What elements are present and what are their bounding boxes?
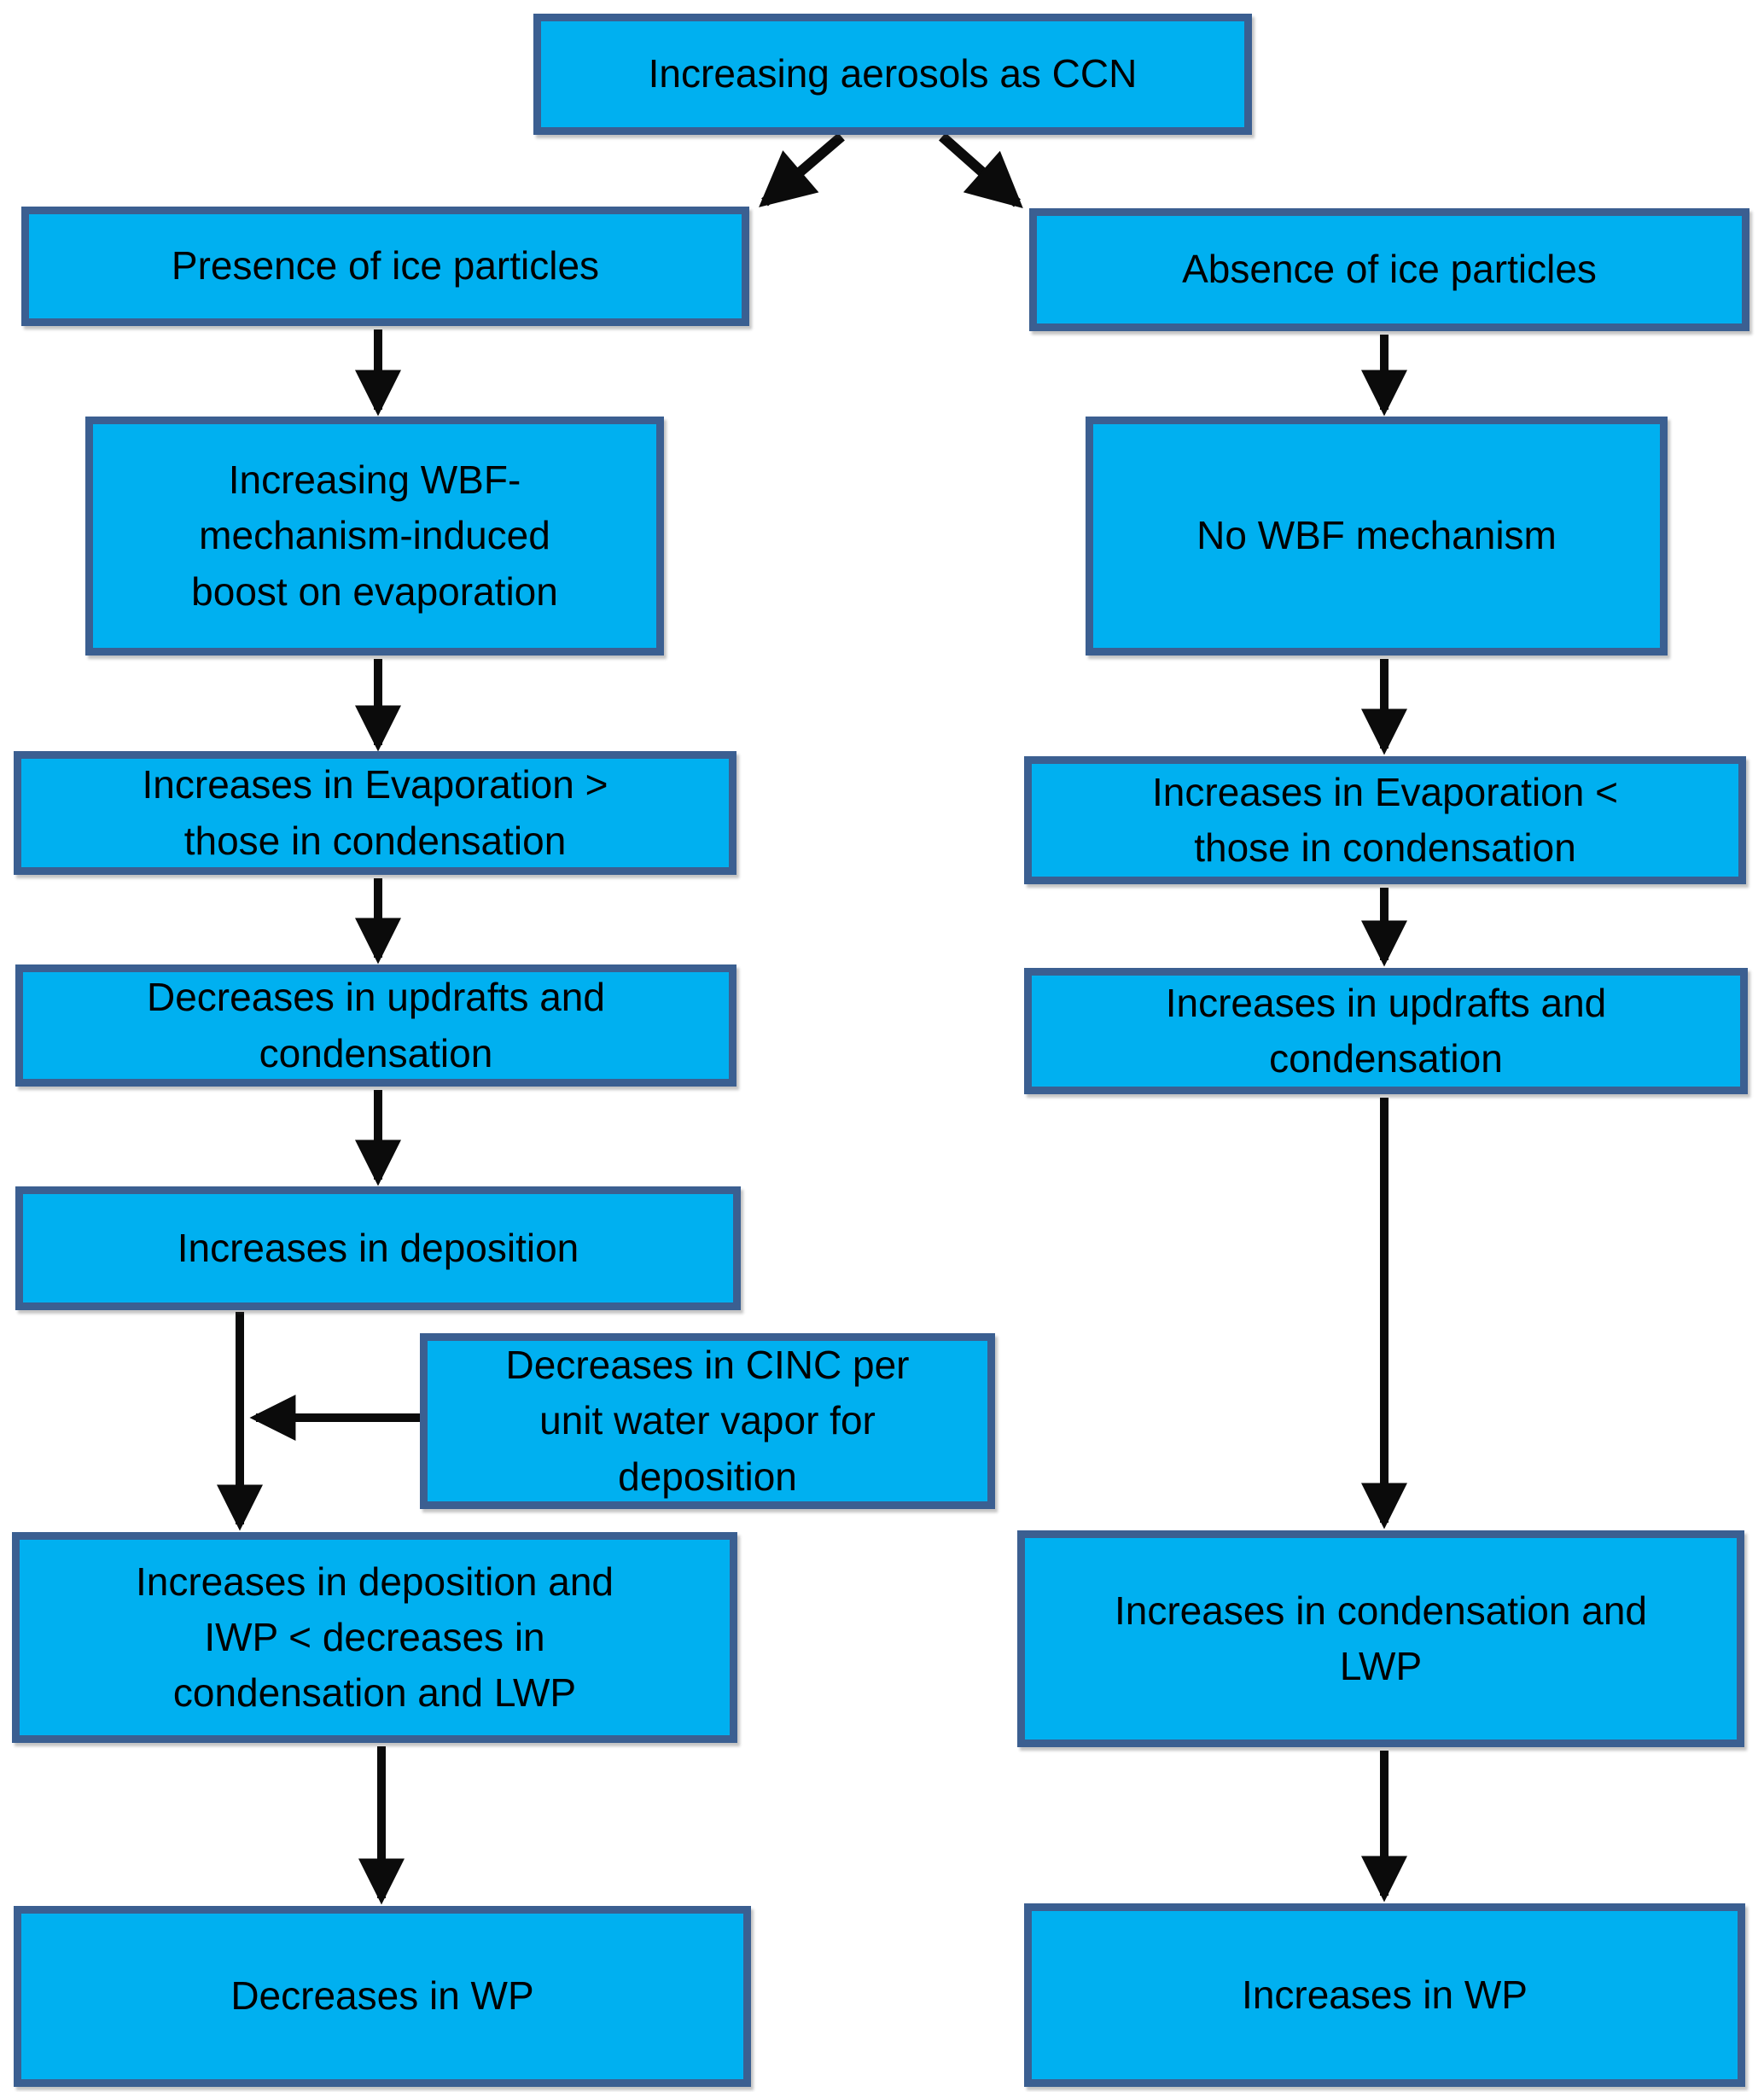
node-label: Increases in Evaporation < those in cond… bbox=[1152, 769, 1618, 870]
node-label: Increases in deposition and IWP < decrea… bbox=[135, 1559, 614, 1716]
node-label: Decreases in WP bbox=[230, 1973, 534, 2019]
node-label: Increases in updrafts and condensation bbox=[1165, 980, 1607, 1081]
edge-root-left1 bbox=[759, 132, 845, 207]
node-evaporation-lt-condensation: Increases in Evaporation < those in cond… bbox=[1024, 756, 1746, 884]
node-label: Decreases in CINC per unit water vapor f… bbox=[505, 1343, 910, 1499]
node-label: Increases in deposition bbox=[177, 1225, 579, 1270]
node-label: No WBF mechanism bbox=[1196, 513, 1557, 558]
node-increases-in-wp: Increases in WP bbox=[1024, 1903, 1745, 2087]
node-label: Increases in Evaporation > those in cond… bbox=[142, 762, 608, 863]
node-label: Absence of ice particles bbox=[1182, 247, 1597, 292]
node-evaporation-gt-condensation: Increases in Evaporation > those in cond… bbox=[14, 751, 736, 875]
node-increases-in-deposition: Increases in deposition bbox=[15, 1186, 741, 1310]
node-increases-condensation-and-lwp: Increases in condensation and LWP bbox=[1017, 1530, 1744, 1747]
node-decreases-cinc-per-unit-water-vapor: Decreases in CINC per unit water vapor f… bbox=[420, 1333, 995, 1509]
node-presence-of-ice-particles: Presence of ice particles bbox=[21, 207, 749, 326]
node-label: Presence of ice particles bbox=[171, 243, 600, 288]
node-increasing-aerosols-as-ccn: Increasing aerosols as CCN bbox=[533, 14, 1252, 135]
node-no-wbf-mechanism: No WBF mechanism bbox=[1086, 417, 1668, 656]
node-label: Increasing aerosols as CCN bbox=[648, 51, 1138, 96]
node-absence-of-ice-particles: Absence of ice particles bbox=[1029, 208, 1749, 331]
node-label: Increases in WP bbox=[1242, 1972, 1528, 2017]
node-deposition-iwp-lt-condensation-lwp: Increases in deposition and IWP < decrea… bbox=[12, 1532, 737, 1743]
node-label: Increasing WBF- mechanism-induced boost … bbox=[191, 457, 558, 614]
node-increasing-wbf-boost-on-evaporation: Increasing WBF- mechanism-induced boost … bbox=[85, 417, 664, 656]
edge-root-right1 bbox=[939, 132, 1023, 209]
node-label: Increases in condensation and LWP bbox=[1115, 1588, 1647, 1688]
node-decreases-in-wp: Decreases in WP bbox=[14, 1906, 751, 2087]
node-decreases-updrafts-condensation: Decreases in updrafts and condensation bbox=[15, 964, 736, 1087]
node-increases-updrafts-condensation: Increases in updrafts and condensation bbox=[1024, 968, 1748, 1094]
node-label: Decreases in updrafts and condensation bbox=[147, 975, 605, 1075]
